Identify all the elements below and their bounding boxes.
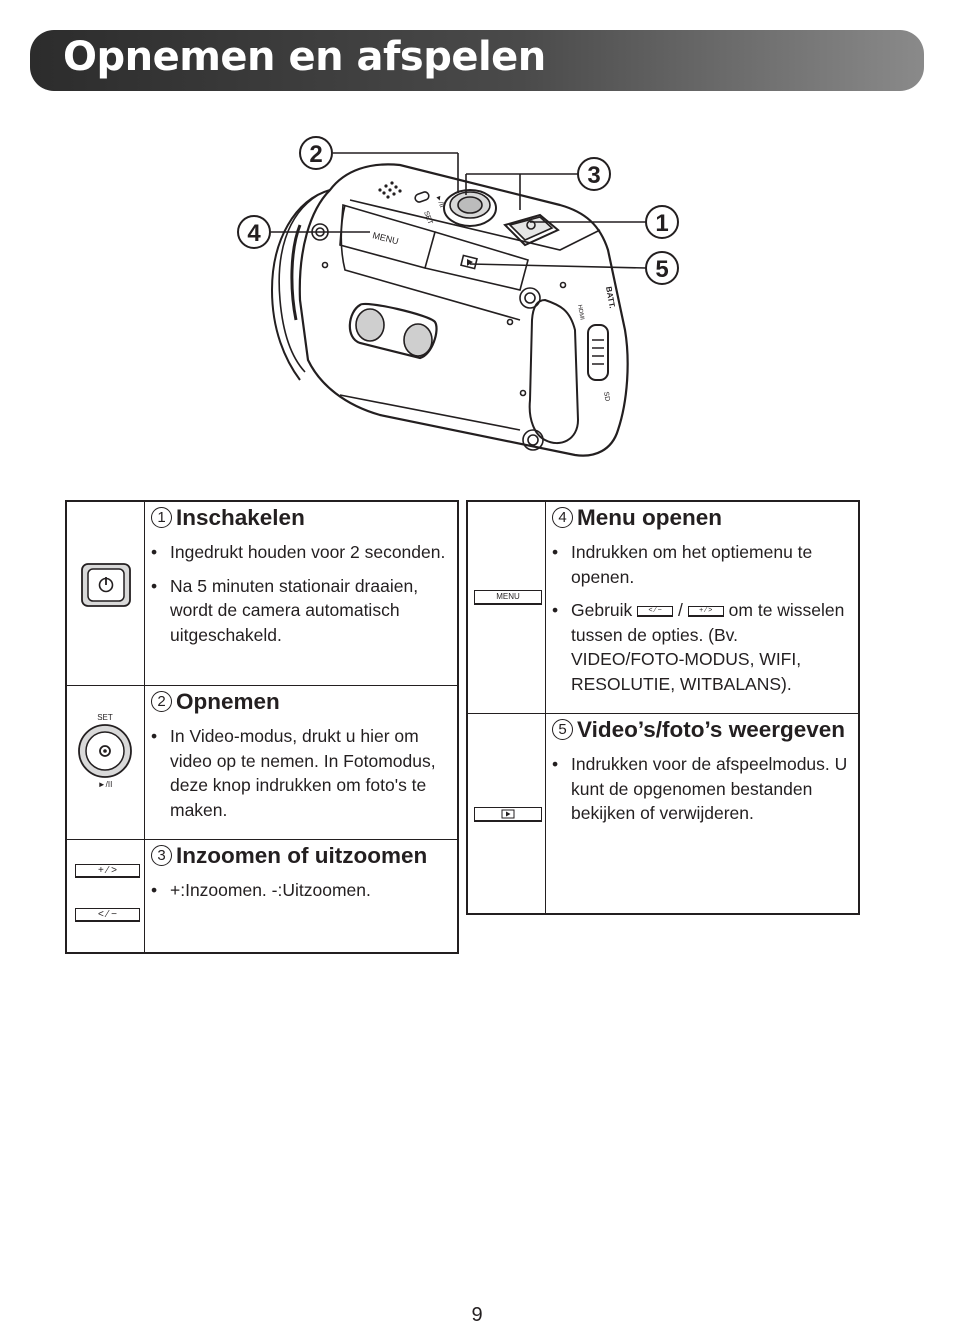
left-function-table: 1 Inschakelen Ingedrukt houden voor 2 se… [65,500,459,954]
bullet-item: Gebruik < ⁄ − / + ⁄ > om te wisselen tus… [552,598,848,696]
zoom-out-icon: < ⁄ − [75,908,140,922]
text-cell: 5 Video’s/foto’s weergeven Indrukken voo… [545,713,860,914]
icon-cell: SET ►/II [65,685,145,840]
text-cell: 3 Inzoomen of uitzoomen +:Inzoomen. -:Ui… [144,839,459,953]
number-badge: 3 [151,845,172,866]
bullet-list: +:Inzoomen. -:Uitzoomen. [151,878,447,903]
icon-cell [65,500,145,686]
text-cell: 4 Menu openen Indrukken om het optiemenu… [545,500,860,714]
zoom-out-inline-icon: < ⁄ − [637,605,674,617]
figure-sd-label: SD [602,391,611,402]
bullet-text: om te wisselen tussen de opties. (Bv. VI… [571,600,845,694]
page-title: Opnemen en afspelen [63,34,546,80]
figure-batt-label: BATT. [604,286,617,309]
section-title: Inzoomen of uitzoomen [176,843,428,868]
section-title: Opnemen [176,689,280,714]
section-title: Menu openen [577,505,722,530]
text-cell: 2 Opnemen In Video-modus, drukt u hier o… [144,685,459,840]
callout-3: 3 [587,162,600,189]
bullet-item: Indrukken voor de afspeelmodus. U kunt d… [552,752,848,826]
bullet-text: Gebruik [571,600,633,620]
zoom-in-inline-icon: + ⁄ > [687,605,724,617]
section-heading: 4 Menu openen [552,506,848,530]
callout-2: 2 [309,141,322,168]
power-button-icon [81,563,131,607]
row-menu: MENU 4 Menu openen Indrukken om het opti… [466,500,860,714]
row-opnemen: SET ►/II 2 Opnemen In Video-modus, drukt… [65,685,459,840]
play-icon [501,809,515,819]
bullet-item: +:Inzoomen. -:Uitzoomen. [151,878,447,903]
icon-cell: + ⁄ > < ⁄ − [65,839,145,953]
row-inschakelen: 1 Inschakelen Ingedrukt houden voor 2 se… [65,500,459,686]
bullet-list: In Video-modus, drukt u hier om video op… [151,724,447,822]
callout-4: 4 [247,220,261,247]
play-pause-label: ►/II [98,780,113,789]
callout-5: 5 [655,256,668,283]
row-playback: 5 Video’s/foto’s weergeven Indrukken voo… [466,713,860,914]
section-heading: 5 Video’s/foto’s weergeven [552,718,848,742]
row-zoom: + ⁄ > < ⁄ − 3 Inzoomen of uitzoomen +:In… [65,839,459,953]
playback-button-icon [474,807,542,822]
right-function-table: MENU 4 Menu openen Indrukken om het opti… [466,500,860,915]
text-cell: 1 Inschakelen Ingedrukt houden voor 2 se… [144,500,459,686]
section-heading: 2 Opnemen [151,690,447,714]
callout-1: 1 [655,210,668,237]
number-badge: 1 [151,507,172,528]
section-title: Inschakelen [176,505,305,530]
icon-cell [466,713,546,914]
section-title: Video’s/foto’s weergeven [577,717,846,742]
number-badge: 5 [552,719,573,740]
figure-play-label: ►/II [434,194,445,208]
figure-set-label: SET [422,210,433,226]
bullet-list: Ingedrukt houden voor 2 seconden. Na 5 m… [151,540,447,647]
number-badge: 2 [151,691,172,712]
camera-illustration: 2 3 1 5 4 MENU SET ►/II BATT. HDMI SD [237,136,679,457]
bullet-item: Ingedrukt houden voor 2 seconden. [151,540,447,565]
title-banner: Opnemen en afspelen [30,30,924,91]
page-number: 9 [471,1304,483,1326]
section-heading: 1 Inschakelen [151,506,447,530]
zoom-in-icon: + ⁄ > [75,864,140,878]
section-heading: 3 Inzoomen of uitzoomen [151,844,447,868]
set-label: SET [97,713,113,722]
icon-cell: MENU [466,500,546,714]
bullet-item: Indrukken om het optiemenu te openen. [552,540,848,589]
separator: / [678,600,683,620]
figure-menu-label: MENU [372,230,400,246]
number-badge: 4 [552,507,573,528]
bullet-item: In Video-modus, drukt u hier om video op… [151,724,447,822]
set-record-button-icon: SET ►/II [78,713,132,789]
bullet-item: Na 5 minuten stationair draaien, wordt d… [151,574,447,648]
menu-button-icon: MENU [474,590,542,605]
figure-hdmi-label: HDMI [576,304,585,320]
bullet-list: Indrukken voor de afspeelmodus. U kunt d… [552,752,848,826]
bullet-list: Indrukken om het optiemenu te openen. Ge… [552,540,848,696]
